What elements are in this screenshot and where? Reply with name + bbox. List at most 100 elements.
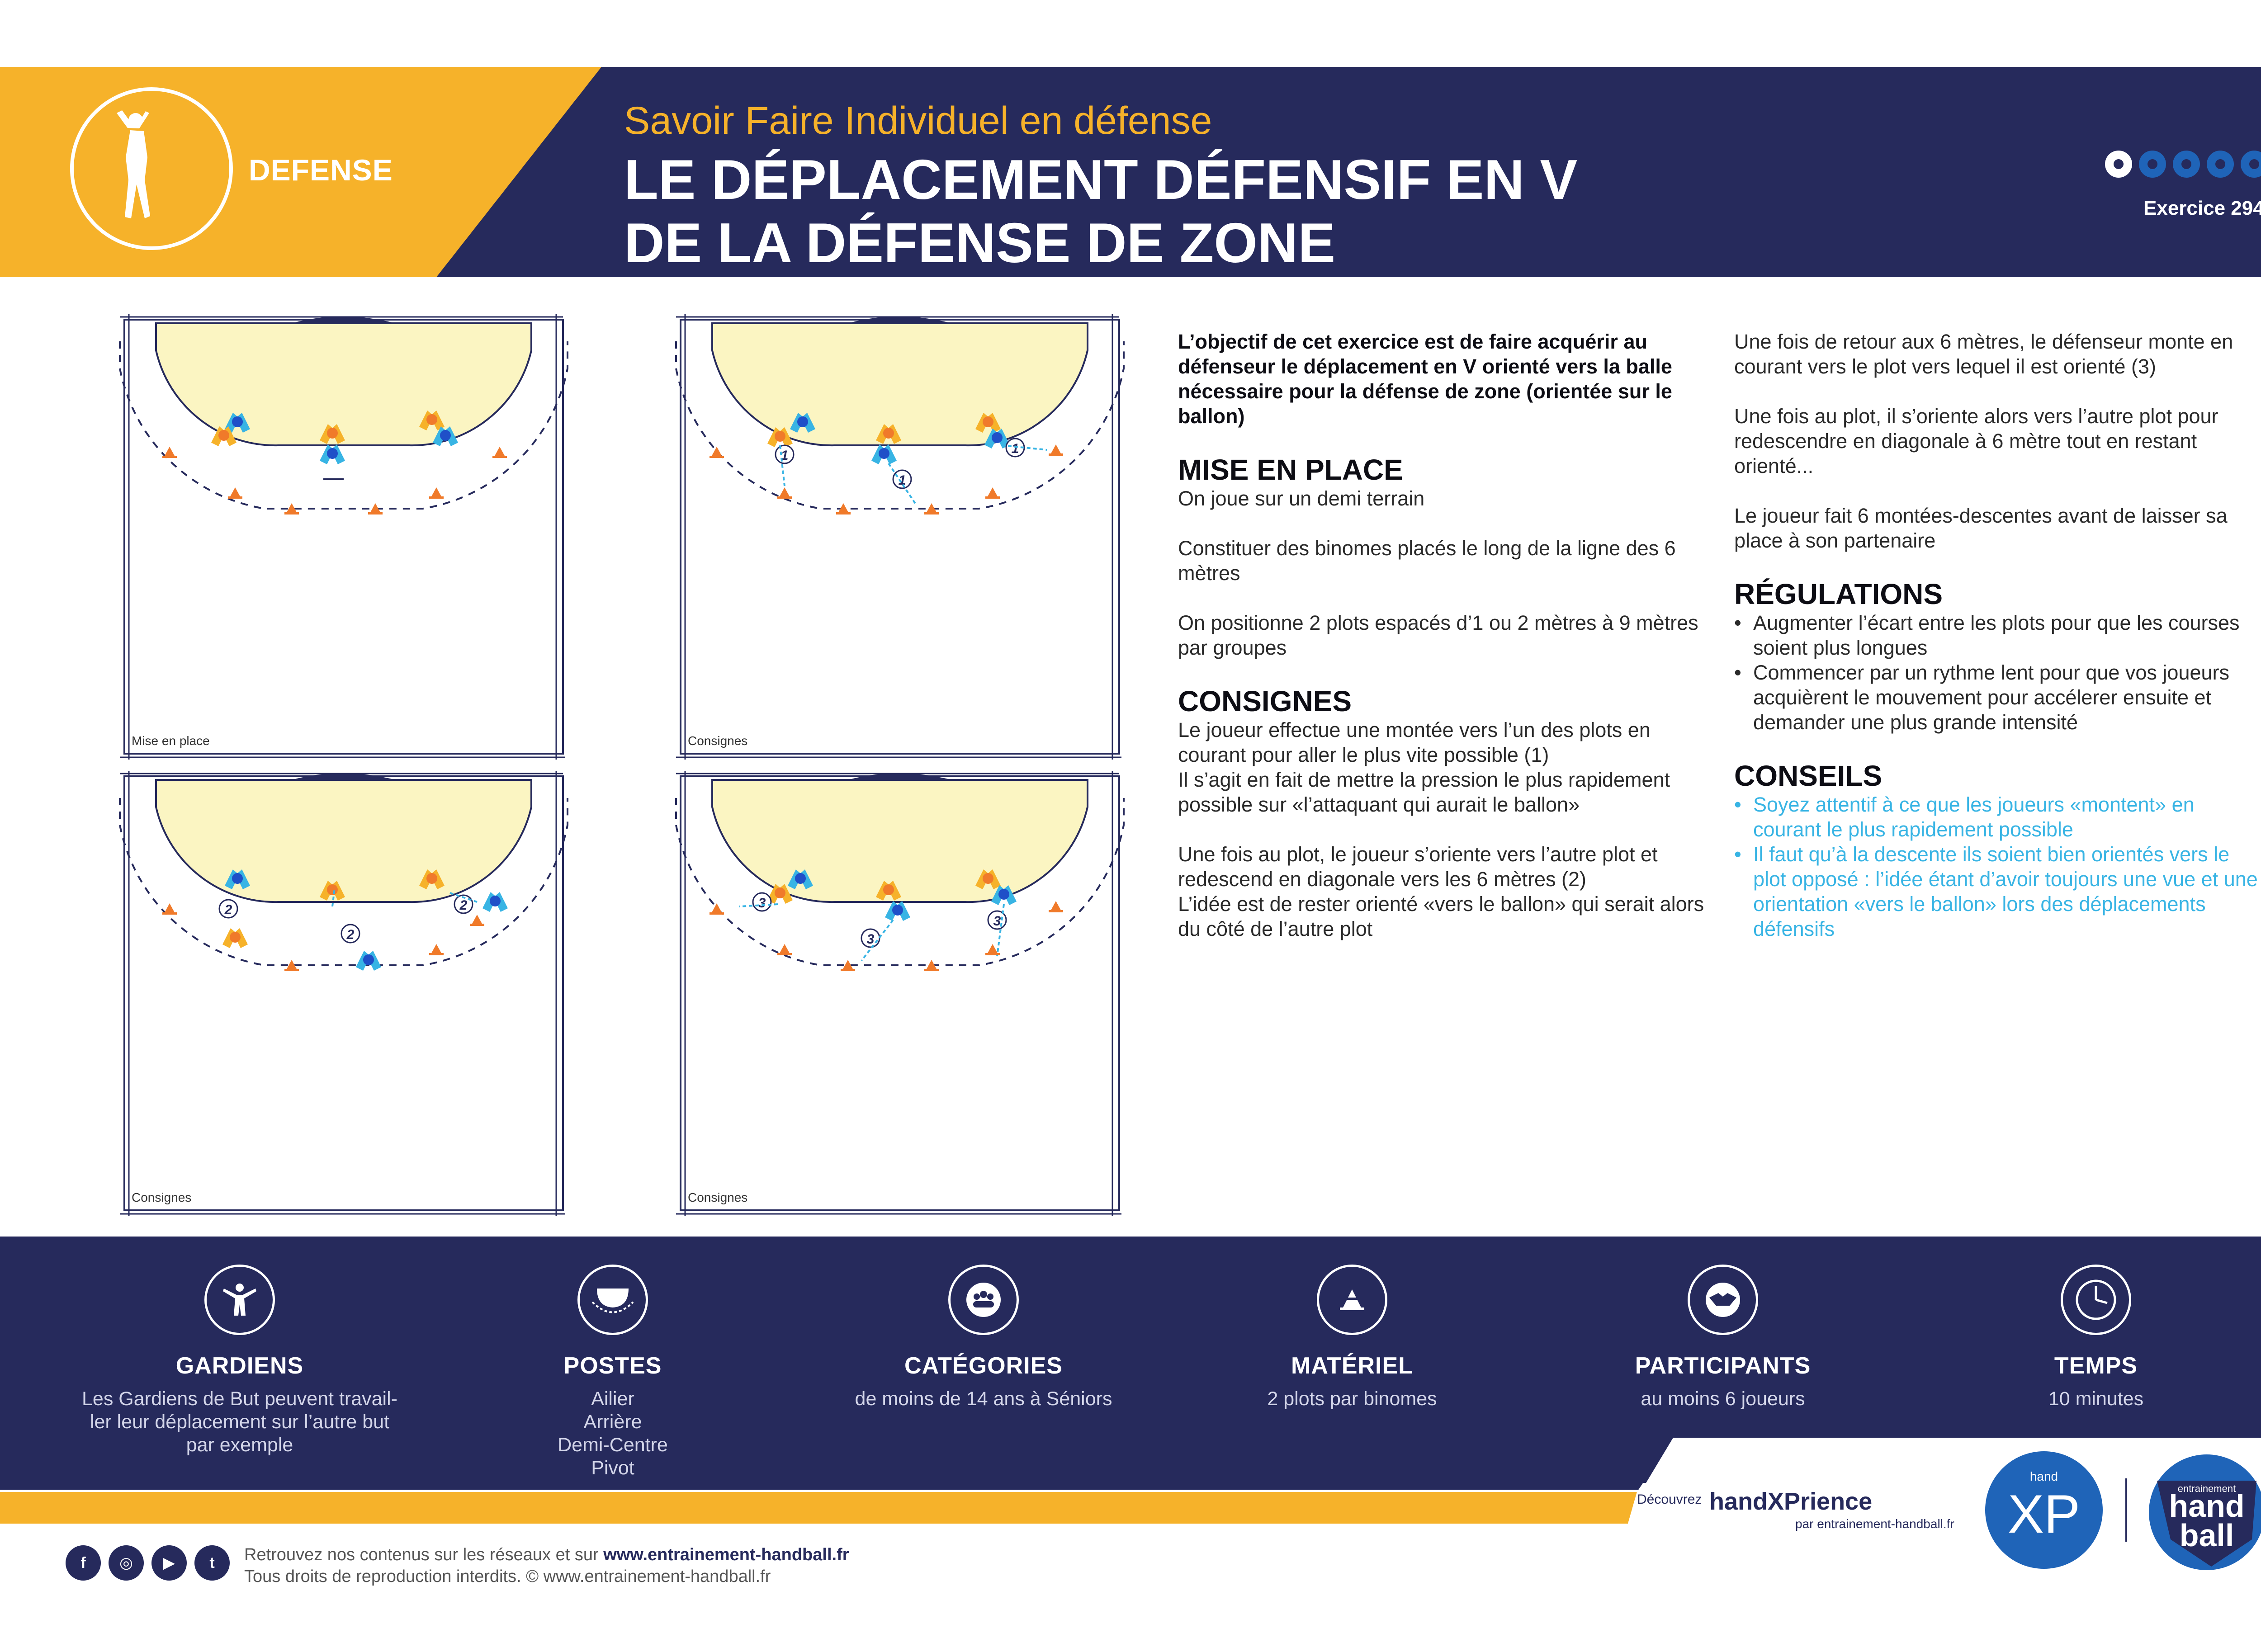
list-item: Soyez attentif à ce que les joueurs «mon… [1734,792,2261,842]
diagram-step-number: 1 [899,473,906,488]
diagram-label: Consignes [688,734,748,748]
step-paragraph: Une fois au plot, il s’oriente alors ver… [1734,405,2218,477]
regulations-list: Augmenter l’écart entre les plots pour q… [1734,610,2261,735]
list-item: Il faut qu’à la descente ils soient bien… [1734,842,2261,941]
svg-text:entrainement: entrainement [2178,1483,2236,1494]
info-categories: CATÉGORIES de moins de 14 ans à Séniors [812,1237,1155,1411]
handxp-logo[interactable]: hand XP [1983,1449,2105,1571]
info-title: GARDIENS [175,1353,304,1379]
info-title: CATÉGORIES [904,1353,1063,1379]
footer-site-link[interactable]: www.entrainement-handball.fr [603,1545,849,1564]
info-line: Ailier [591,1388,634,1410]
step-paragraph: Le joueur fait 6 montées-descentes avant… [1734,504,2228,552]
info-temps: TEMPS 10 minutes [1924,1237,2261,1411]
mise-en-place-paragraph: On joue sur un demi terrain [1178,487,1425,510]
diagram-step-number: 2 [346,927,355,942]
svg-text:hand: hand [2030,1469,2058,1483]
diagram-step-number: 3 [867,932,875,947]
promo-prefix: Découvrez [1637,1492,1702,1507]
info-line: Les Gardiens de But peuvent travail- [82,1388,397,1410]
difficulty-ball-2 [2139,151,2166,178]
diagram-consignes-3: 3 3 3 Consignes [672,770,1128,1218]
section-heading-consignes: CONSIGNES [1178,685,1352,717]
info-value: 2 plots par binomes [1267,1388,1437,1410]
svg-text:XP: XP [2008,1484,2080,1544]
court-diagram: 2 2 2 [119,770,568,1217]
promo-band [0,1438,2261,1524]
diagram-consignes-1: 1 1 1 Consignes [672,313,1128,762]
objective-intro: L’objectif de cet exercice est de faire … [1178,330,1672,428]
diagram-step-number: 2 [459,898,468,913]
goalkeeper-icon [204,1265,275,1335]
difficulty-ball-5 [2241,151,2261,178]
conseils-list: Soyez attentif à ce que les joueurs «mon… [1734,792,2261,941]
page-title: LE DÉPLACEMENT DÉFENSIF EN V DE LA DÉFEN… [624,148,1800,275]
info-line: Arrière [583,1411,642,1433]
diagram-step-number: 3 [993,914,1001,929]
diagram-step-number: 1 [1012,441,1019,456]
info-gardiens: GARDIENS Les Gardiens de But peuvent tra… [68,1237,412,1457]
court-diagram: 1 1 1 [675,313,1125,760]
section-heading-regulations: RÉGULATIONS [1734,578,1943,610]
youtube-icon[interactable]: ▶ [151,1545,187,1581]
svg-text:hand: hand [2169,1488,2244,1524]
info-value: 10 minutes [2048,1388,2144,1410]
positions-icon [577,1265,648,1335]
info-title: PARTICIPANTS [1635,1353,1811,1379]
info-title: POSTES [563,1353,662,1379]
diagram-consignes-2: 2 2 2 Consignes [115,770,572,1218]
list-item: Commencer par un rythme lent pour que vo… [1734,660,2261,735]
instagram-icon[interactable]: ◎ [109,1545,144,1581]
exercise-number: Exercice 294 [2143,197,2261,219]
info-participants: PARTICIPANTS au moins 6 joueurs [1551,1237,1895,1411]
diagram-step-number: 1 [781,448,789,463]
info-line: Demi-Centre [558,1434,668,1456]
text-column-main: L’objectif de cet exercice est de faire … [1178,329,1712,966]
facebook-icon[interactable]: f [66,1545,101,1581]
handshake-icon [1688,1265,1758,1335]
diagram-label: Consignes [688,1190,748,1204]
header-yellow-shape [0,67,601,277]
info-postes: POSTES Ailier Arrière Demi-Centre Pivot [441,1237,785,1480]
info-line: par exemple [186,1434,293,1456]
entrainement-handball-logo[interactable]: entrainement hand ball [2143,1449,2261,1576]
twitter-icon[interactable]: t [194,1545,230,1581]
info-value: au moins 6 joueurs [1641,1388,1805,1410]
section-heading-conseils: CONSEILS [1734,760,1883,792]
court-diagram [119,313,568,760]
footer-rights: Tous droits de reproduction interdits. ©… [244,1567,771,1586]
court-diagram: 3 3 3 [675,770,1125,1217]
diagram-label: Consignes [132,1190,192,1204]
diagram-step-number: 3 [758,896,766,911]
difficulty-rating [2105,151,2261,178]
logo-divider [2125,1478,2127,1542]
social-links: f ◎ ▶ t [66,1545,237,1581]
info-title: MATÉRIEL [1291,1353,1413,1379]
footer-social-prefix: Retrouvez nos contenus sur les réseaux e… [244,1545,599,1564]
step-paragraph: Une fois de retour aux 6 mètres, le défe… [1734,330,2233,378]
info-materiel: MATÉRIEL 2 plots par binomes [1180,1237,1524,1411]
info-title: TEMPS [2054,1353,2138,1379]
svg-text:ball: ball [2180,1518,2234,1553]
category-label: DEFENSE [249,153,393,187]
text-column-right: Une fois de retour aux 6 mètres, le défe… [1734,329,2261,966]
consignes-paragraph: Le joueur effectue une montée vers l’un … [1178,718,1651,766]
difficulty-ball-1 [2105,151,2132,178]
title-line-2: DE LA DÉFENSE DE ZONE [624,212,1336,274]
diagram-mise-en-place: Mise en place [115,313,572,762]
mise-en-place-paragraph: Constituer des binomes placés le long de… [1178,537,1676,585]
header-banner: DEFENSE Savoir Faire Individuel en défen… [0,67,2261,277]
defender-silhouette-icon [70,87,233,250]
info-value: Les Gardiens de But peuvent travail- ler… [68,1388,412,1457]
title-line-1: LE DÉPLACEMENT DÉFENSIF EN V [624,149,1578,211]
diagram-label: Mise en place [132,734,210,748]
footer-social-text: Retrouvez nos contenus sur les réseaux e… [244,1545,849,1565]
difficulty-ball-4 [2207,151,2234,178]
mise-en-place-paragraph: On positionne 2 plots espacés d’1 ou 2 m… [1178,611,1698,659]
promo-brand[interactable]: handXPrience [1709,1488,1873,1515]
info-value: Ailier Arrière Demi-Centre Pivot [441,1388,785,1480]
consignes-paragraph: Il s’agit en fait de mettre la pression … [1178,768,1670,816]
info-line: ler leur déplacement sur l’autre but [90,1411,390,1433]
info-line: Pivot [591,1457,634,1479]
consignes-paragraph: L’idée est de rester orienté «vers le ba… [1178,892,1704,940]
